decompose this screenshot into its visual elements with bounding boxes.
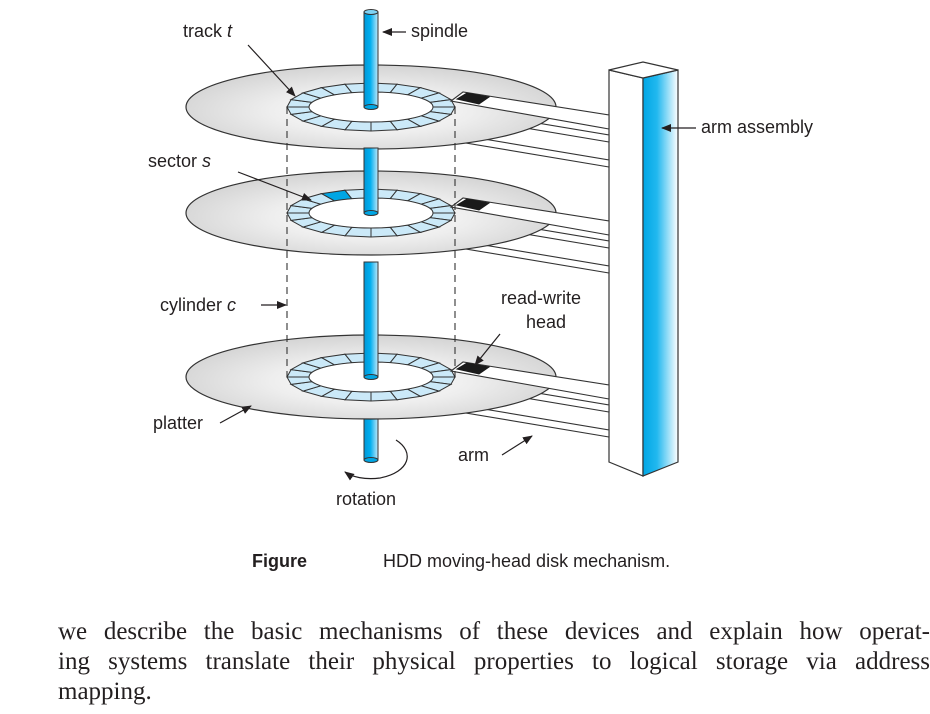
label-arm: arm: [458, 445, 489, 465]
body-line-1: we describe the basic mechanisms of thes…: [58, 618, 930, 645]
platter-2: [185, 147, 610, 274]
body-paragraph: we describe the basic mechanisms of thes…: [58, 617, 930, 707]
read-write-head: [455, 92, 491, 105]
arm-assembly-column: [608, 61, 679, 477]
label-platter: platter: [153, 413, 203, 433]
platter-3: [185, 261, 610, 438]
label-spindle: spindle: [411, 21, 468, 41]
arm: [465, 241, 610, 274]
spindle-segment: [363, 147, 379, 214]
body-line-2: ing systems translate their physical pro…: [58, 648, 930, 675]
spindle-top: [363, 9, 379, 15]
sector-pointer: [237, 171, 312, 201]
label-arm-assembly: arm assembly: [701, 117, 813, 137]
body-line-3: mapping.: [58, 678, 152, 705]
head-arm: [449, 361, 610, 400]
platter-1: [185, 9, 610, 168]
spindle-end: [363, 374, 379, 380]
label-cylinder: cylinder c: [160, 295, 236, 315]
spindle-segment: [363, 261, 379, 378]
caption-label: Figure: [252, 551, 308, 571]
label-head: head: [526, 312, 566, 332]
platter-pointer: [219, 405, 252, 424]
label-rotation: rotation: [336, 489, 396, 509]
hdd-mechanism-diagram: track t spindle arm assembly sector s cy…: [148, 9, 813, 509]
head-arm: [449, 197, 610, 236]
caption-text: HDD moving-head disk mechanism.: [383, 551, 671, 571]
spindle-end: [363, 104, 379, 110]
read-write-head: [455, 198, 491, 211]
spindle-end: [363, 210, 379, 216]
head-arm: [449, 91, 610, 130]
track-pointer: [247, 44, 296, 97]
label-track: track t: [183, 21, 233, 41]
figure-caption: Figure HDD moving-head disk mechanism.: [252, 551, 670, 572]
arm: [465, 405, 610, 438]
spindle-segment: [363, 11, 379, 108]
arm-pointer: [501, 435, 533, 456]
label-sector: sector s: [148, 151, 211, 171]
head-pointer: [474, 333, 501, 366]
label-read-write: read-write: [501, 288, 581, 308]
arm: [465, 135, 610, 168]
rotation-arrow-icon: [344, 439, 408, 481]
